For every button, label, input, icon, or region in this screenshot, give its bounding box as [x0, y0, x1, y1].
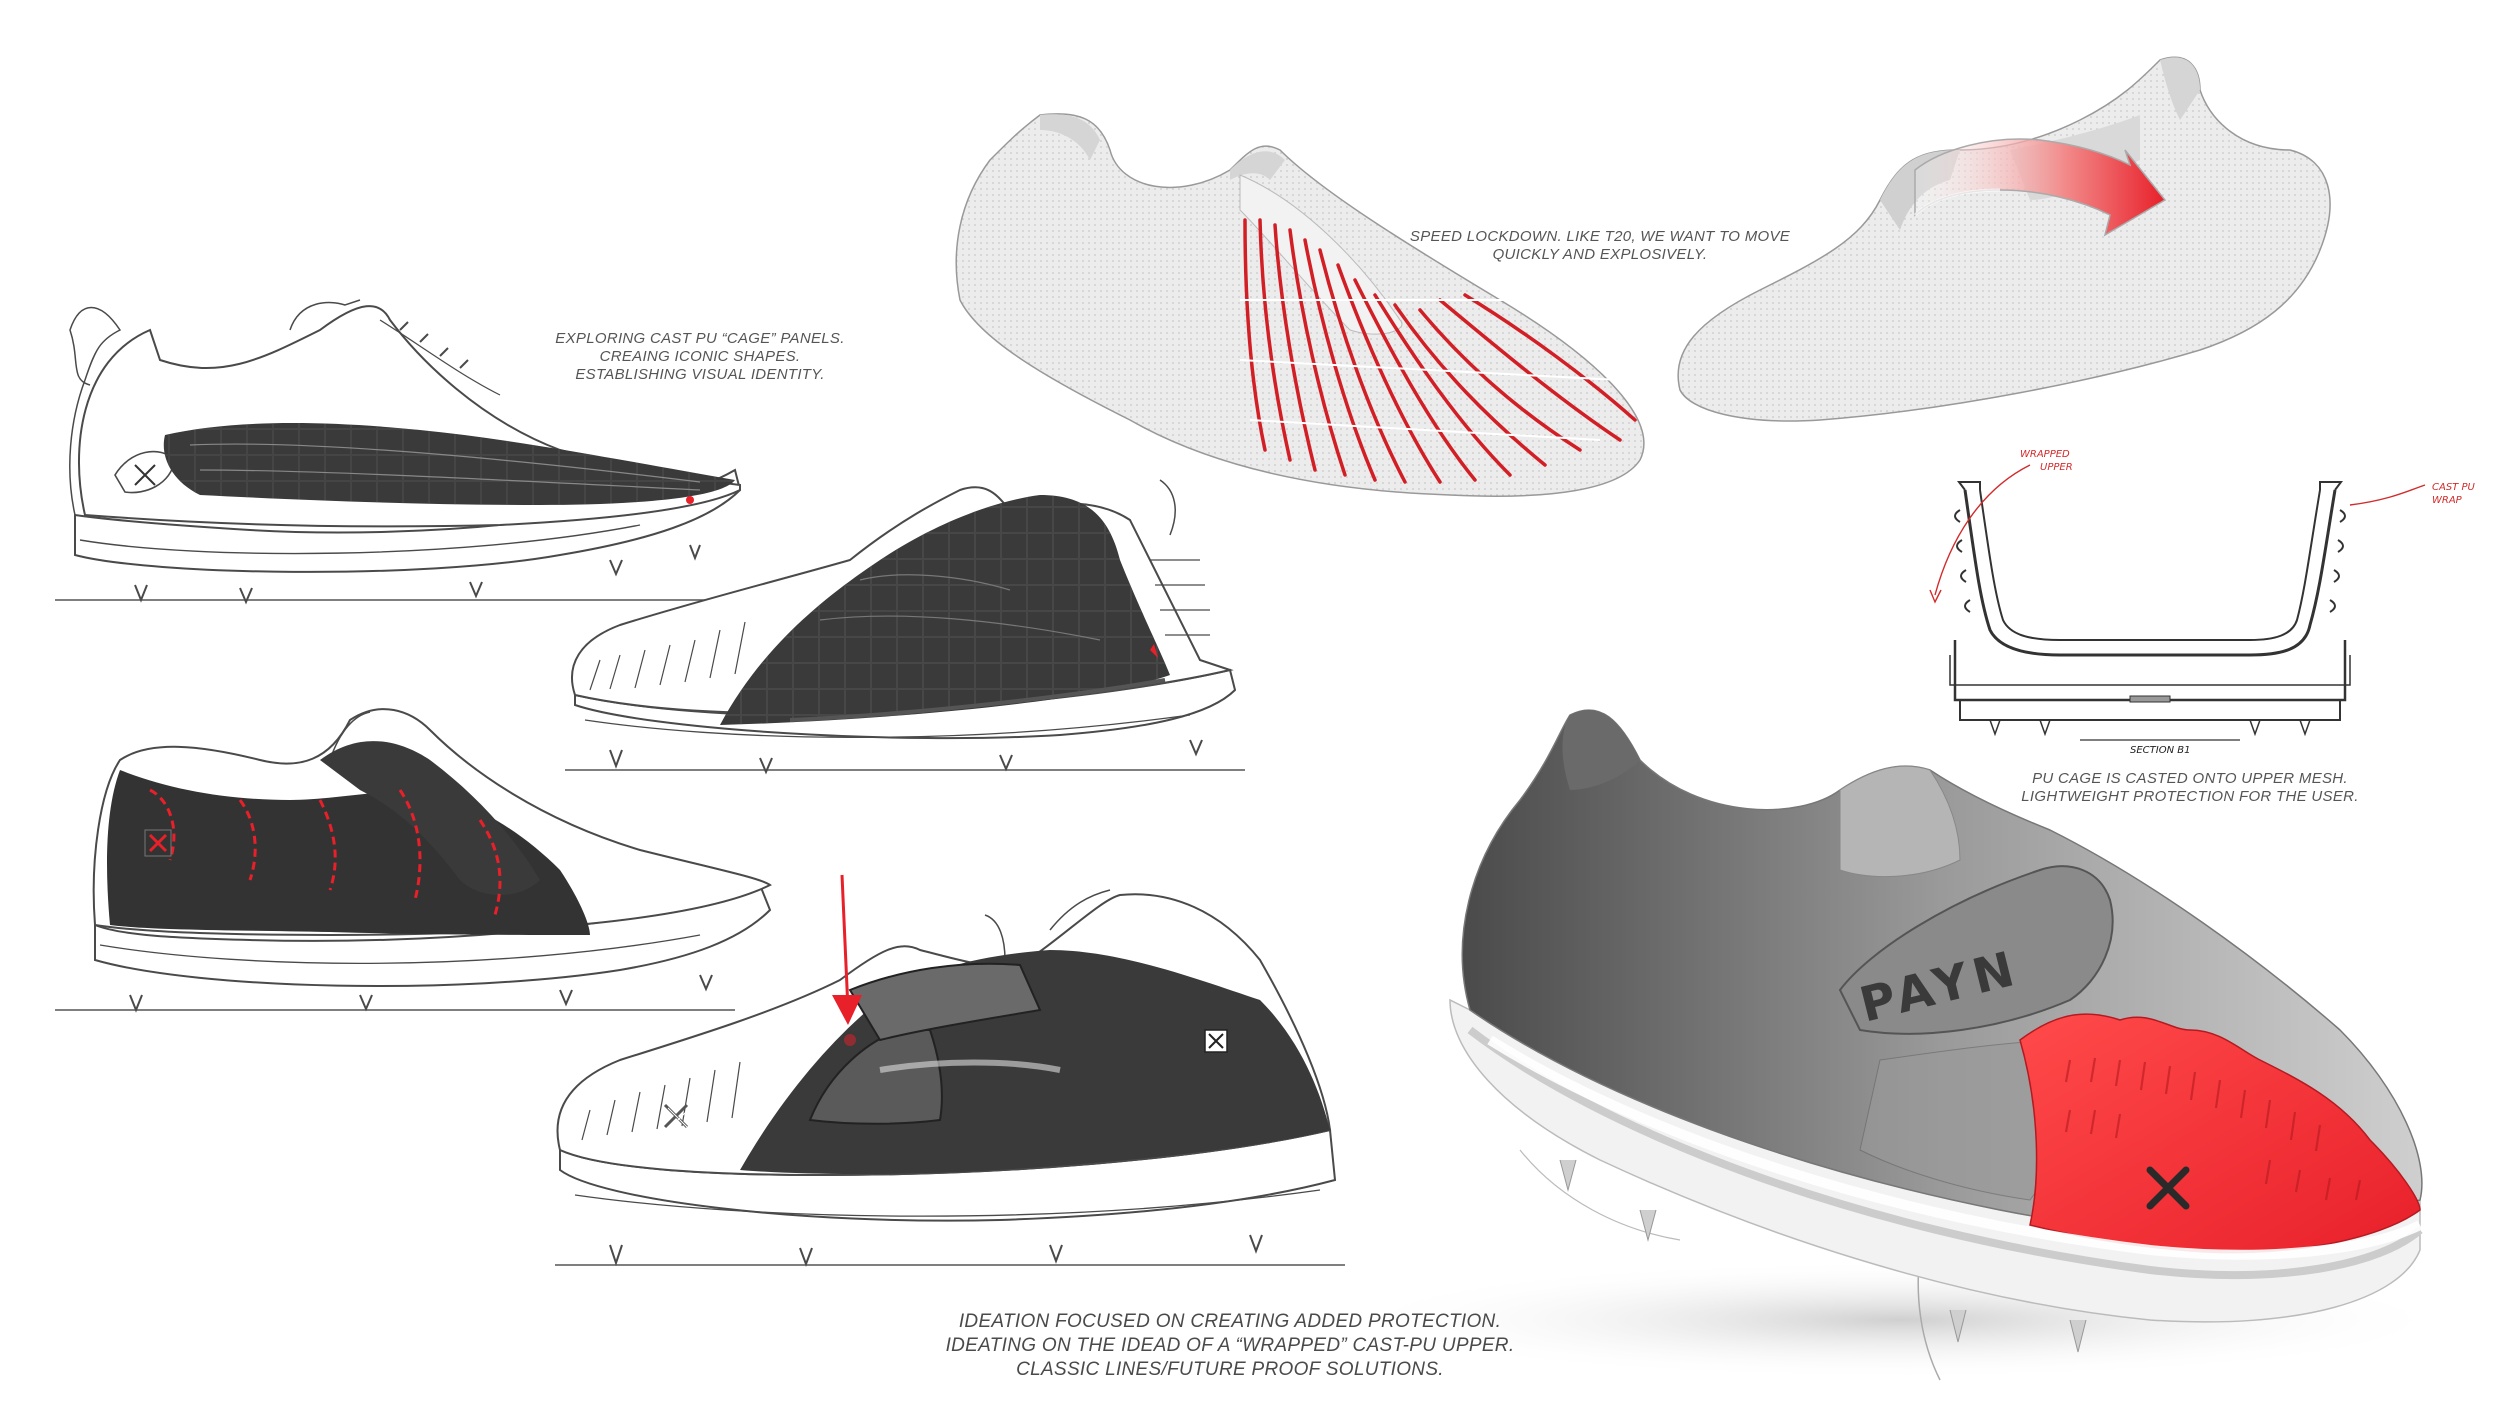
callout-wrapped-upper: WRAPPED: [2020, 449, 2070, 460]
note-ideation-line-2: IDEATING ON THE IDEAD OF A “WRAPPED” CAS…: [945, 1335, 1515, 1356]
note-pu-cage: PU CAGE IS CASTED ONTO UPPER MESH. LIGHT…: [1990, 770, 2390, 806]
note-ideation-line-1: IDEATION FOCUSED ON CREATING ADDED PROTE…: [958, 1311, 1502, 1332]
note-pu-cage-line-2: LIGHTWEIGHT PROTECTION FOR THE USER.: [2021, 788, 2359, 805]
note-ideation-line-3: CLASSIC LINES/FUTURE PROOF SOLUTIONS.: [1016, 1359, 1444, 1380]
callout-cast-pu-2: WRAP: [2432, 495, 2463, 506]
note-pu-cage-line-1: PU CAGE IS CASTED ONTO UPPER MESH.: [2032, 770, 2348, 787]
lockdown-upper-diagram: [955, 113, 1645, 497]
section-diagram: [1929, 464, 2426, 741]
sketch-side-cage: [720, 495, 1170, 725]
sketch-wrapped-stripe-panels: [107, 741, 591, 935]
note-cage-panels-line-2: CREAING ICONIC SHAPES.: [599, 348, 801, 365]
callout-cast-pu: CAST PU: [2432, 482, 2475, 493]
rendered-shoe: PAYN: [1340, 709, 2460, 1381]
callout-wrapped-upper-2: UPPER: [2040, 462, 2073, 473]
note-speed-lockdown-line-2: QUICKLY AND EXPLOSIVELY.: [1492, 246, 1708, 263]
note-cage-panels-line-3: ESTABLISHING VISUAL IDENTITY.: [575, 366, 825, 383]
red-arrow-annotation: [832, 874, 862, 1046]
strap-lockdown-diagram: [1677, 56, 2331, 422]
note-ideation: IDEATION FOCUSED ON CREATING ADDED PROTE…: [930, 1310, 1530, 1382]
note-cage-panels-line-1: EXPLORING CAST PU “CAGE” PANELS.: [555, 330, 845, 347]
section-label: SECTION B1: [2130, 745, 2190, 756]
note-cage-panels: EXPLORING CAST PU “CAGE” PANELS. CREAING…: [520, 330, 880, 384]
note-speed-lockdown-line-1: SPEED LOCKDOWN. LIKE T20, WE WANT TO MOV…: [1409, 228, 1791, 245]
sketch-strap-panels: [663, 950, 1330, 1175]
note-speed-lockdown: SPEED LOCKDOWN. LIKE T20, WE WANT TO MOV…: [1400, 228, 1800, 264]
sketch-cage-panel: [163, 423, 736, 505]
